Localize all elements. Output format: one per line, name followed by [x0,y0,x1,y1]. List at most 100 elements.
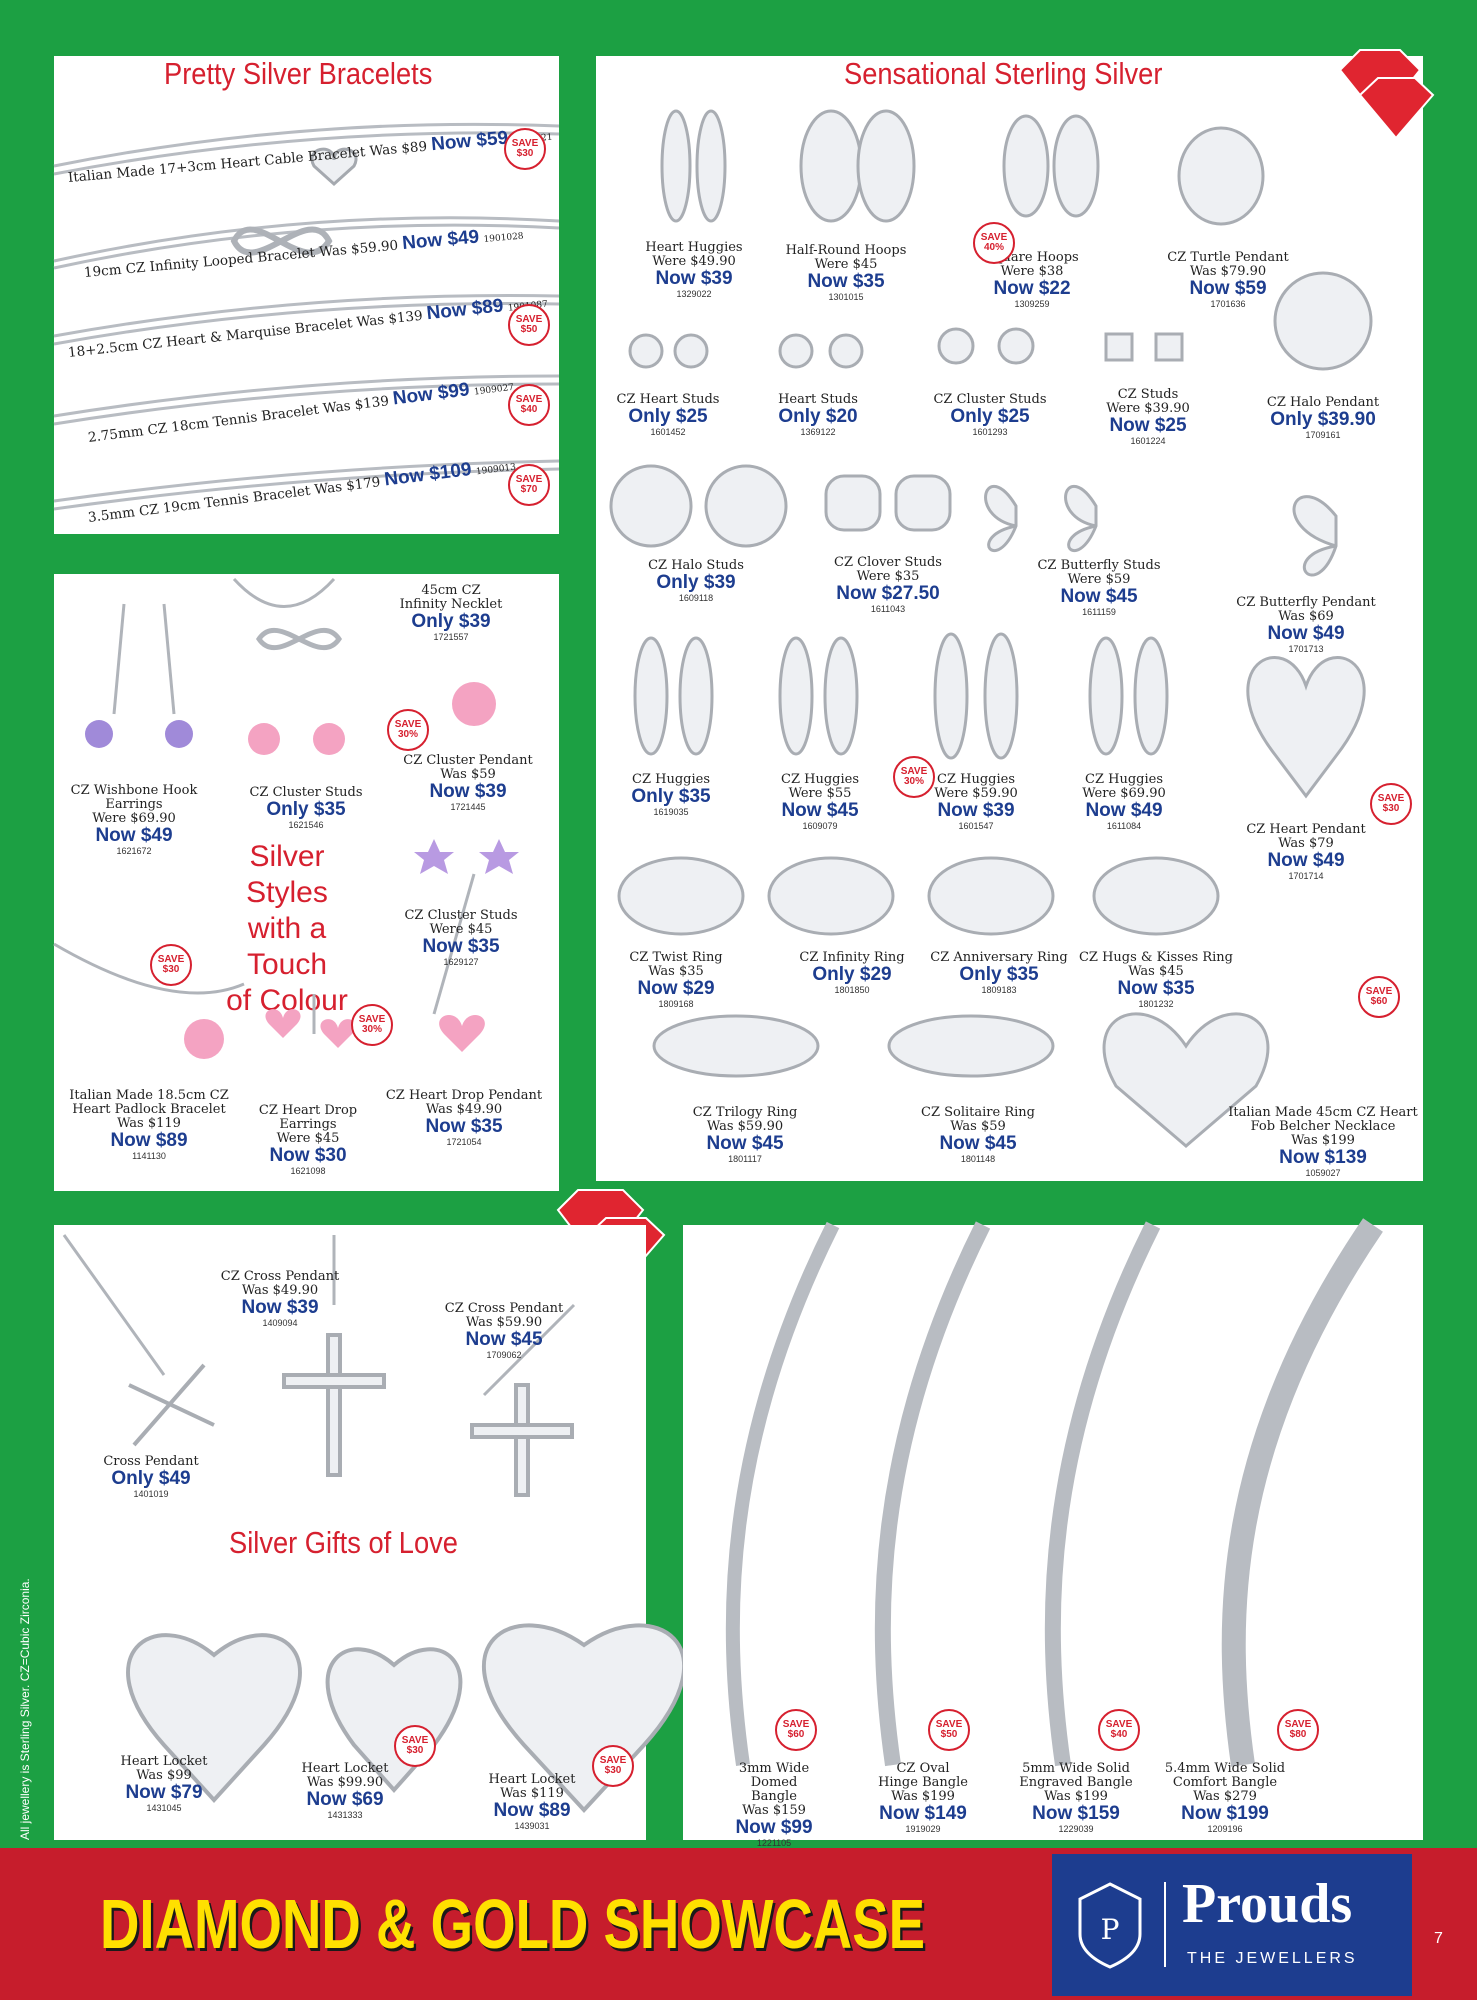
product-name: Heart Studs [778,392,858,407]
product-was: Was $59.90 [465,1315,543,1331]
product-price: Now $49 [95,825,173,847]
product-code: 1621098 [290,1165,326,1176]
product-name: CZ Butterfly Pendant [1236,595,1376,610]
product-was: Was $99 [136,1768,192,1784]
product-name: Italian Made 18.5cm CZ Heart Padlock Bra… [69,1088,229,1118]
prouds-logo[interactable]: P Prouds THE JEWELLERS [1052,1854,1412,1996]
bracelet-code: 1909027 [473,382,515,398]
product-label: CZ Trilogy Ring Was $59.90 Now $45 18011… [645,1105,845,1164]
save-label: SAVE [599,1755,627,1766]
product-code: 1629127 [443,956,479,967]
product-label: CZ Infinity Ring Only $29 1801850 [752,950,952,995]
product-label: Heart Locket Was $99 Now $79 1431045 [64,1754,264,1813]
save-amount: 30% [903,776,924,787]
save-amount: $60 [1370,996,1388,1007]
product-label: Heart Huggies Were $49.90 Now $39 132902… [594,240,794,299]
side-note: All jewellery is Sterling Silver. CZ=Cub… [18,1578,32,1840]
product-code: 1369122 [800,426,836,437]
product-name: CZ Huggies [781,772,859,787]
product-name: CZ Cluster Pendant [403,753,533,768]
product-label: CZ Twist Ring Was $35 Now $29 1809168 [576,950,776,1009]
bracelets-title: Pretty Silver Bracelets [164,56,433,91]
product-was: Was $45 [1128,964,1184,980]
love-title: Silver Gifts of Love [229,1525,458,1560]
product-name: CZ Infinity Ring [799,950,905,965]
product-price: Only $39 [656,572,736,594]
product-name: 3mm Wide Domed Bangle [738,1761,810,1805]
brand-tagline: THE JEWELLERS [1187,1950,1358,1967]
product-name: CZ Huggies [937,772,1015,787]
product-name: CZ Huggies [1085,772,1163,787]
product-price: Only $39 [411,611,491,633]
product-label: CZ Heart Drop Earrings Were $45 Now $30 … [208,1103,408,1176]
product-was: Was $59 [950,1119,1006,1135]
save-label: SAVE [1105,1719,1133,1730]
product-code: 1721557 [433,631,469,642]
product-label: CZ Butterfly Pendant Was $69 Now $49 170… [1206,595,1406,654]
product-price: Now $45 [939,1133,1017,1155]
product-code: 1221105 [756,1837,792,1848]
product-label: CZ Cross Pendant Was $49.90 Now $39 1409… [180,1269,380,1328]
product-was: Was $99.90 [306,1775,384,1791]
product-name: CZ Huggies [632,772,710,787]
product-label: 45cm CZ Infinity Necklet Only $39 172155… [351,583,551,642]
product-name: CZ Halo Studs [648,558,744,573]
product-price: Now $159 [1032,1803,1120,1825]
save-label: SAVE [900,766,928,777]
product-code: 1209196 [1207,1823,1243,1834]
product-name: CZ Heart Studs [616,392,720,407]
product-price: Now $45 [706,1133,784,1155]
product-was: Was $79 [1278,836,1334,852]
product-label: CZ Cluster Pendant Was $59 Now $39 17214… [368,753,568,812]
product-label: CZ Wishbone Hook Earrings Were $69.90 No… [34,783,234,856]
product-was: Was $79.90 [1189,264,1267,280]
save-badge: SAVE$60 [775,1709,817,1751]
product-price: Now $39 [429,781,507,803]
product-code: 1409094 [262,1317,298,1328]
banner-title: DIAMOND & GOLD SHOWCASE [100,1885,926,1963]
product-name: CZ Butterfly Studs [1037,558,1161,573]
bracelet-code: 1901028 [483,231,525,246]
save-amount: $30 [1382,803,1400,814]
bracelet-was: Was $89 [368,138,428,160]
product-code: 1601452 [650,426,686,437]
product-was: Were $38 [1000,264,1064,280]
product-code: 1709062 [486,1349,522,1360]
save-badge: SAVE$30 [1370,783,1412,825]
product-was: Were $49.90 [652,254,736,270]
product-name: CZ Cluster Studs [249,785,363,800]
bracelets-image [53,122,560,511]
product-name: CZ Cross Pendant [444,1301,564,1316]
product-code: 1401019 [133,1488,169,1499]
product-was: Was $119 [500,1786,564,1802]
product-was: Was $49.90 [425,1102,503,1118]
product-was: Were $69.90 [1082,786,1166,802]
product-label: CZ Clover Studs Were $35 Now $27.50 1611… [788,555,988,614]
product-price: Now $49 [1085,800,1163,822]
save-badge: SAVE$80 [1277,1709,1319,1751]
save-amount: $60 [787,1729,805,1740]
product-price: Only $25 [950,406,1030,428]
product-code: 1301015 [828,291,864,302]
bangles-image [725,1218,1383,1767]
product-was: Was $59 [440,767,496,783]
product-price: Now $35 [422,936,500,958]
product-code: 1701713 [1288,643,1324,654]
product-price: Only $35 [631,786,711,808]
product-code: 1309259 [1014,298,1050,309]
product-name: CZ Cluster Studs [933,392,1047,407]
save-label: SAVE [157,954,185,965]
svg-text:P: P [1101,1913,1120,1946]
save-label: SAVE [358,1014,386,1025]
product-name: Cross Pendant [103,1454,199,1469]
product-was: Were $69.90 [92,811,176,827]
product-code: 1801117 [728,1153,762,1164]
product-code: 1721054 [446,1136,482,1147]
product-price: Now $59 [1189,278,1267,300]
product-was: Were $35 [856,569,920,585]
save-badge: SAVE$30 [150,944,192,986]
save-label: SAVE [394,719,422,730]
save-amount: $40 [520,404,538,415]
product-code: 1439031 [514,1820,550,1831]
